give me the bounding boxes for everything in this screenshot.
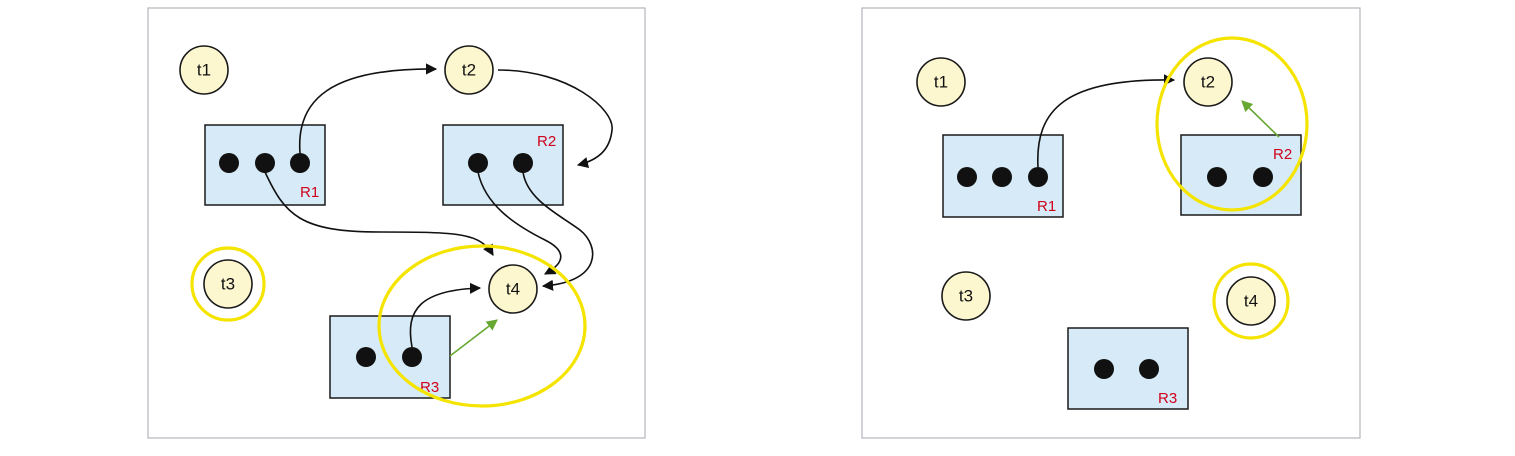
token-circle [203, 259, 253, 309]
resource-instance-dot [1094, 359, 1114, 379]
resource-box [1067, 327, 1189, 410]
resource-instance-dot [356, 347, 376, 367]
token-circle [1226, 276, 1276, 326]
token-label: t2 [1201, 73, 1215, 92]
token-label: t4 [506, 280, 520, 299]
highlight-ring-t4-r3 [377, 244, 587, 408]
token-label: t4 [1244, 292, 1258, 311]
right-token-t2: t2 [1183, 57, 1233, 107]
resource-instance-dot [255, 153, 275, 173]
left-panel: R1 R2 R3 t1 t2 [147, 7, 646, 439]
token-label: t3 [221, 275, 235, 294]
right-token-t3: t3 [941, 271, 991, 321]
green-arrow-r3-to-t4 [449, 319, 498, 357]
right-token-t4: t4 [1226, 276, 1276, 326]
resource-instance-dot [513, 153, 533, 173]
resource-label: R2 [537, 133, 556, 150]
highlight-ring-t2-r2 [1155, 36, 1309, 212]
right-resource-r1: R1 [942, 134, 1064, 218]
resource-instance-dot [402, 347, 422, 367]
resource-label: R2 [1273, 146, 1292, 163]
token-circle [916, 57, 966, 107]
request-arrow-r1-to-t4 [264, 171, 494, 256]
token-circle [1183, 57, 1233, 107]
resource-instance-dot [1028, 167, 1048, 187]
token-circle [488, 264, 538, 314]
token-circle [444, 45, 494, 95]
resource-instance-dot [290, 153, 310, 173]
request-arrow-t2-to-r2 [497, 69, 613, 168]
token-circle [179, 45, 229, 95]
right-panel: R1 R2 R3 t1 t2 t3 [861, 7, 1361, 439]
resource-label: R3 [1158, 390, 1177, 407]
left-resource-r1: R1 [204, 124, 326, 206]
resource-instance-dot [992, 167, 1012, 187]
left-token-t1: t1 [179, 45, 229, 95]
resource-instance-dot [957, 167, 977, 187]
assignment-arrow-r3-to-t4 [409, 282, 482, 348]
assignment-arrow-r2-dot2-to-t4 [522, 171, 594, 291]
left-token-t4: t4 [488, 264, 538, 314]
token-label: t1 [934, 73, 948, 92]
assignment-arrow-r1-to-t2 [1037, 74, 1176, 168]
green-arrow-r2-to-t2 [1241, 100, 1280, 138]
resource-instance-dot [1139, 359, 1159, 379]
resource-box [329, 315, 451, 399]
token-label: t1 [197, 61, 211, 80]
token-circle [941, 271, 991, 321]
resource-box [442, 124, 564, 206]
highlight-ring-t4 [1212, 262, 1290, 340]
resource-label: R1 [300, 184, 319, 201]
resource-instance-dot [1253, 167, 1273, 187]
resource-instance-dot [1207, 167, 1227, 187]
resource-instance-dot [468, 153, 488, 173]
assignment-arrow-r1-to-t2 [298, 63, 438, 154]
right-resource-r3: R3 [1067, 327, 1189, 410]
highlight-ring-t3 [190, 246, 266, 322]
left-resource-r2: R2 [442, 124, 564, 206]
left-resource-r3: R3 [329, 315, 451, 399]
right-resource-r2: R2 [1180, 134, 1302, 216]
resource-label: R1 [1037, 198, 1056, 215]
left-token-t3: t3 [203, 259, 253, 309]
right-token-t1: t1 [916, 57, 966, 107]
token-label: t2 [462, 61, 476, 80]
left-token-t2: t2 [444, 45, 494, 95]
token-label: t3 [959, 287, 973, 306]
assignment-arrow-r2-dot1-to-t4 [477, 171, 562, 275]
resource-instance-dot [219, 153, 239, 173]
